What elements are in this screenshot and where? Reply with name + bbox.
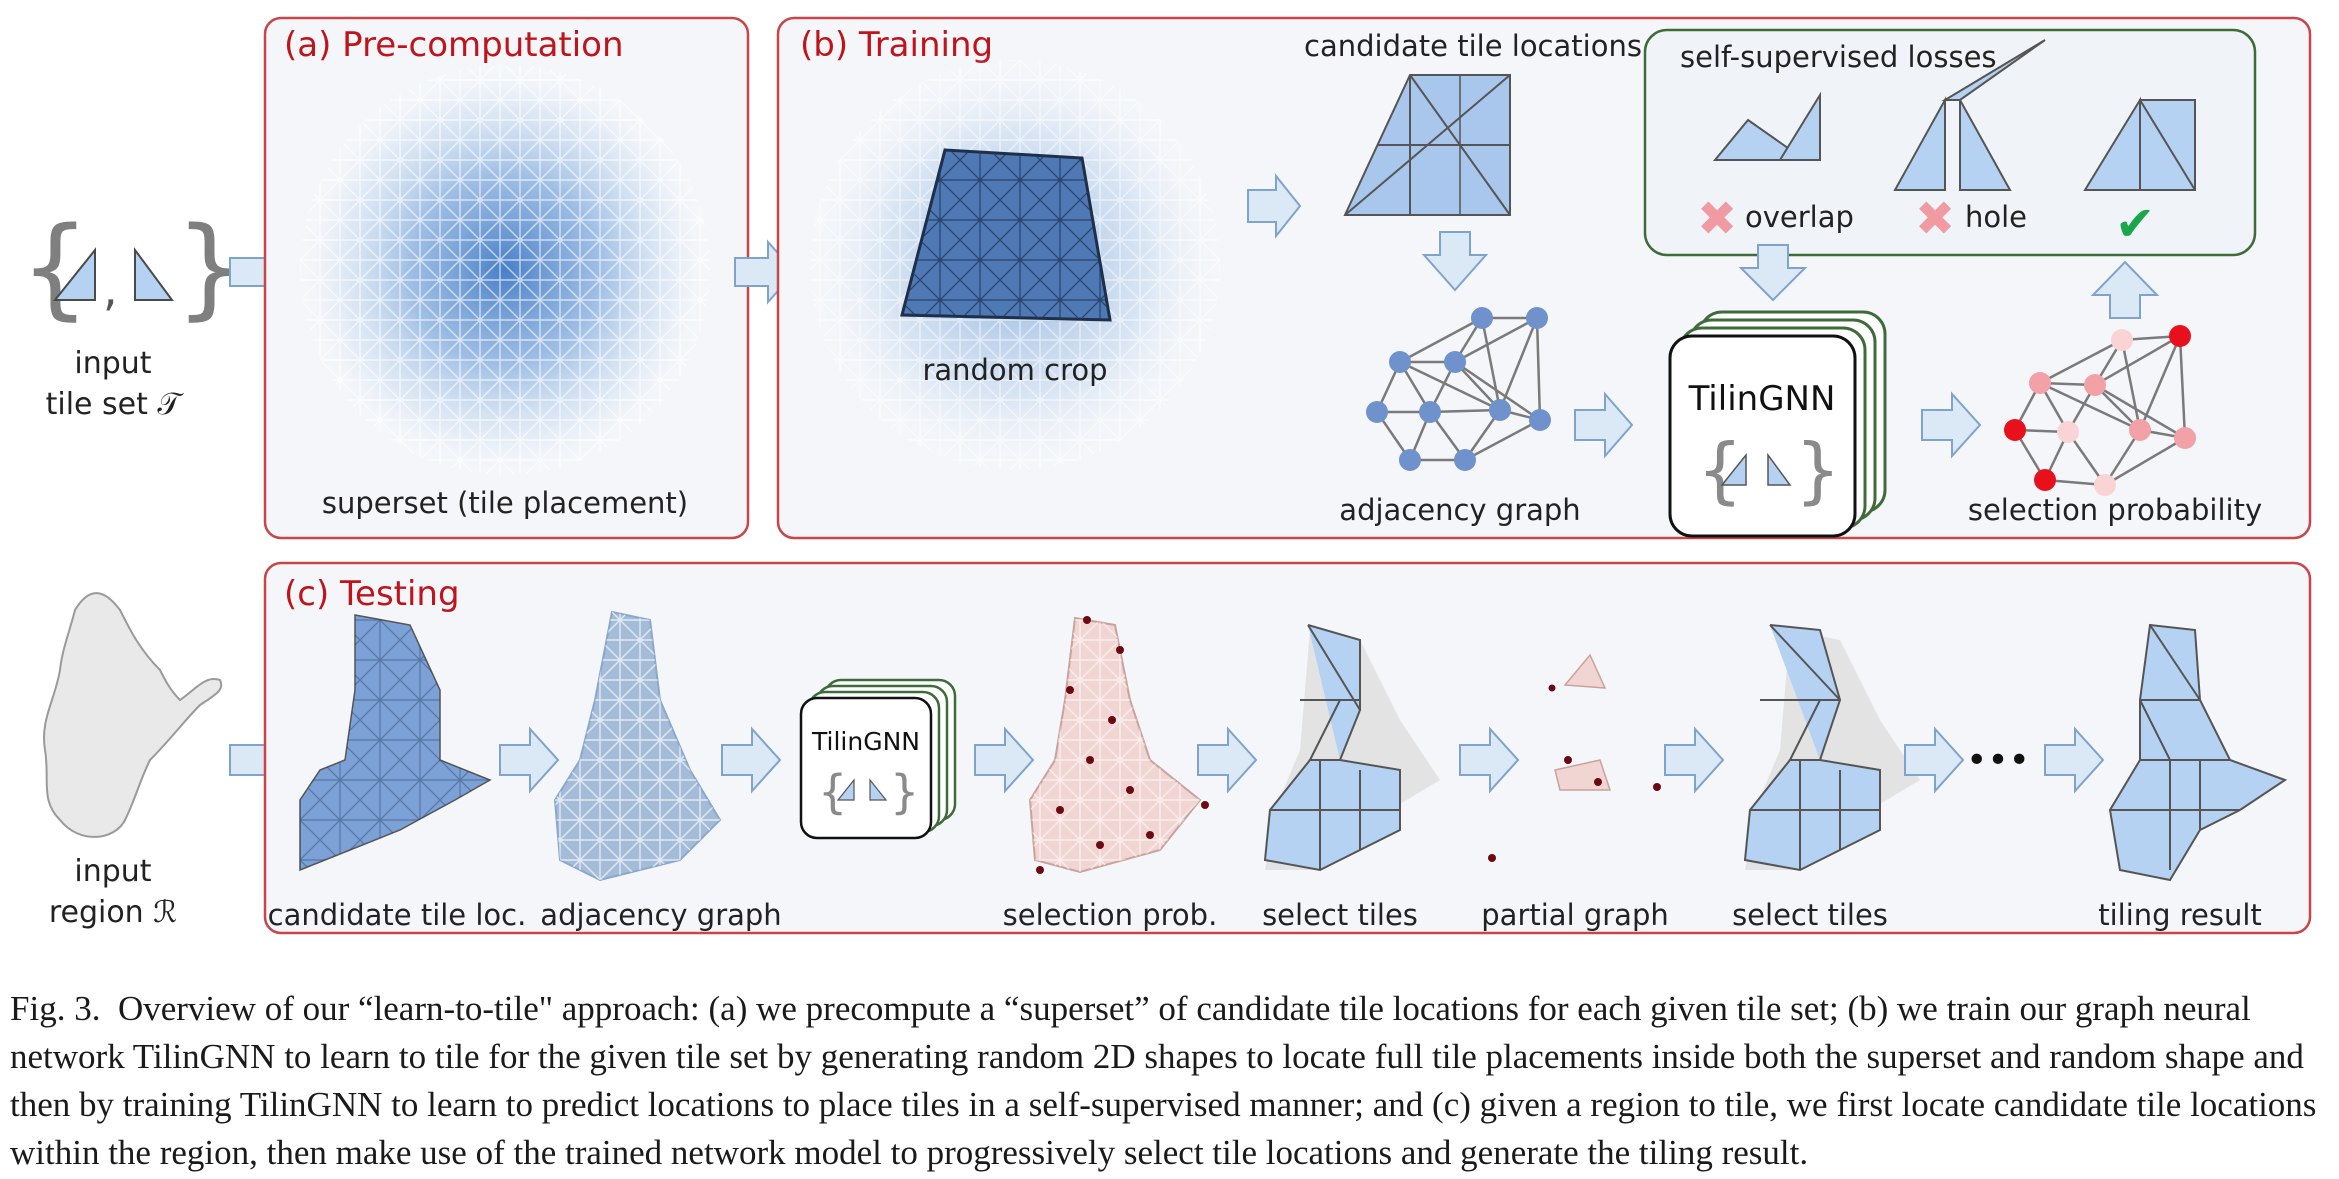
tileset-label: tile set 𝒯 <box>46 387 185 422</box>
arrow-icon <box>1664 726 1725 794</box>
tilingnn-label: TilinGNN <box>1688 379 1836 419</box>
svg-text:}: } <box>890 765 919 819</box>
input-tileset: { , } input tile set 𝒯 <box>20 203 245 422</box>
panel-training: (b) Training random crop candidate tile … <box>776 16 2312 540</box>
superset-label: superset (tile placement) <box>322 486 688 520</box>
brace-right-icon: } <box>1795 428 1841 512</box>
adjacency-label: adjacency graph <box>1339 493 1580 527</box>
panel-c-title: (c) Testing <box>284 574 460 614</box>
selection-label: selection probability <box>1968 493 2262 527</box>
tilingnn-small-label: TilinGNN <box>811 727 920 756</box>
hole-label: hole <box>1965 200 2027 234</box>
tilingnn-box: TilinGNN { } <box>1668 310 1887 538</box>
arrow-icon <box>1574 391 1634 459</box>
arrow-icon <box>1421 231 1489 292</box>
arrow-icon <box>1904 726 1965 794</box>
input-label: input <box>74 346 151 381</box>
select-tiles-visual <box>1743 624 1920 872</box>
caption-fig-number: Fig. 3. <box>10 989 101 1028</box>
losses-title: self-supervised losses <box>1680 40 1997 74</box>
tile-triangle-icon <box>1720 452 1747 486</box>
cross-icon: ✖ <box>1915 191 1955 247</box>
region-label: region ℛ <box>49 895 177 930</box>
selection-prob-visual <box>1028 616 1209 874</box>
input-region: input region ℛ <box>43 592 223 930</box>
caption-text: Overview of our “learn-to-tile" approach… <box>10 989 2317 1172</box>
random-crop-label: random crop <box>922 353 1107 387</box>
candidate-label: candidate tile locations <box>1304 29 1642 63</box>
arrow-icon <box>2090 260 2160 319</box>
panel-a-title: (a) Pre-computation <box>284 25 624 65</box>
partial-graph-visual <box>1488 653 1661 862</box>
arrow-icon <box>1247 173 1302 239</box>
step-label: adjacency graph <box>540 898 781 932</box>
panel-testing: (c) Testing candidate tile loc. adjacenc… <box>263 561 2312 935</box>
tiling-result-visual <box>2108 623 2288 882</box>
arrow-icon <box>1459 726 1520 794</box>
brace-left-icon: { <box>20 203 90 331</box>
check-icon: ✔ <box>2115 196 2155 252</box>
arrow-icon <box>721 726 782 794</box>
arrow-icon <box>1197 726 1258 794</box>
arrow-icon <box>1921 391 1982 459</box>
adjacency-graph-visual <box>1366 307 1551 471</box>
tilingnn-small-box: TilinGNN { } <box>799 678 957 840</box>
step-label: select tiles <box>1732 898 1888 932</box>
arrow-icon <box>2044 726 2105 794</box>
selection-probability-visual <box>2004 325 2196 496</box>
candidate-region-visual <box>299 614 492 872</box>
select-tiles-visual <box>1263 624 1440 872</box>
dense-graph-visual <box>553 610 722 882</box>
step-label: candidate tile loc. <box>268 898 527 932</box>
panel-precomputation: (a) Pre-computation superset (tile place… <box>263 16 750 540</box>
svg-text:,: , <box>103 262 118 316</box>
overview-figure: { , } input tile set 𝒯 (a) Pre-computati… <box>20 16 2312 935</box>
candidate-tiles-visual <box>1343 74 1511 216</box>
ellipsis-icon: ••• <box>1966 740 2030 781</box>
figure-caption: Fig. 3. Overview of our “learn-to-tile" … <box>10 985 2328 1177</box>
arrow-icon <box>499 726 560 794</box>
tile-triangle-icon <box>52 247 96 301</box>
step-label: partial graph <box>1481 898 1668 932</box>
arrow-icon <box>974 726 1035 794</box>
svg-text:{: { <box>818 765 847 819</box>
input-label: input <box>74 854 151 889</box>
step-label: selection prob. <box>1003 898 1218 932</box>
tile-triangle-icon <box>134 246 174 301</box>
arrow-icon <box>1738 244 1808 302</box>
step-label: tiling result <box>2098 898 2262 932</box>
overlap-label: overlap <box>1745 200 1854 234</box>
tile-triangle-icon <box>1767 452 1792 486</box>
losses-box: self-supervised losses ✖ overlap ✖ hole … <box>1643 28 2257 257</box>
step-label: select tiles <box>1262 898 1418 932</box>
cross-icon: ✖ <box>1697 191 1737 247</box>
